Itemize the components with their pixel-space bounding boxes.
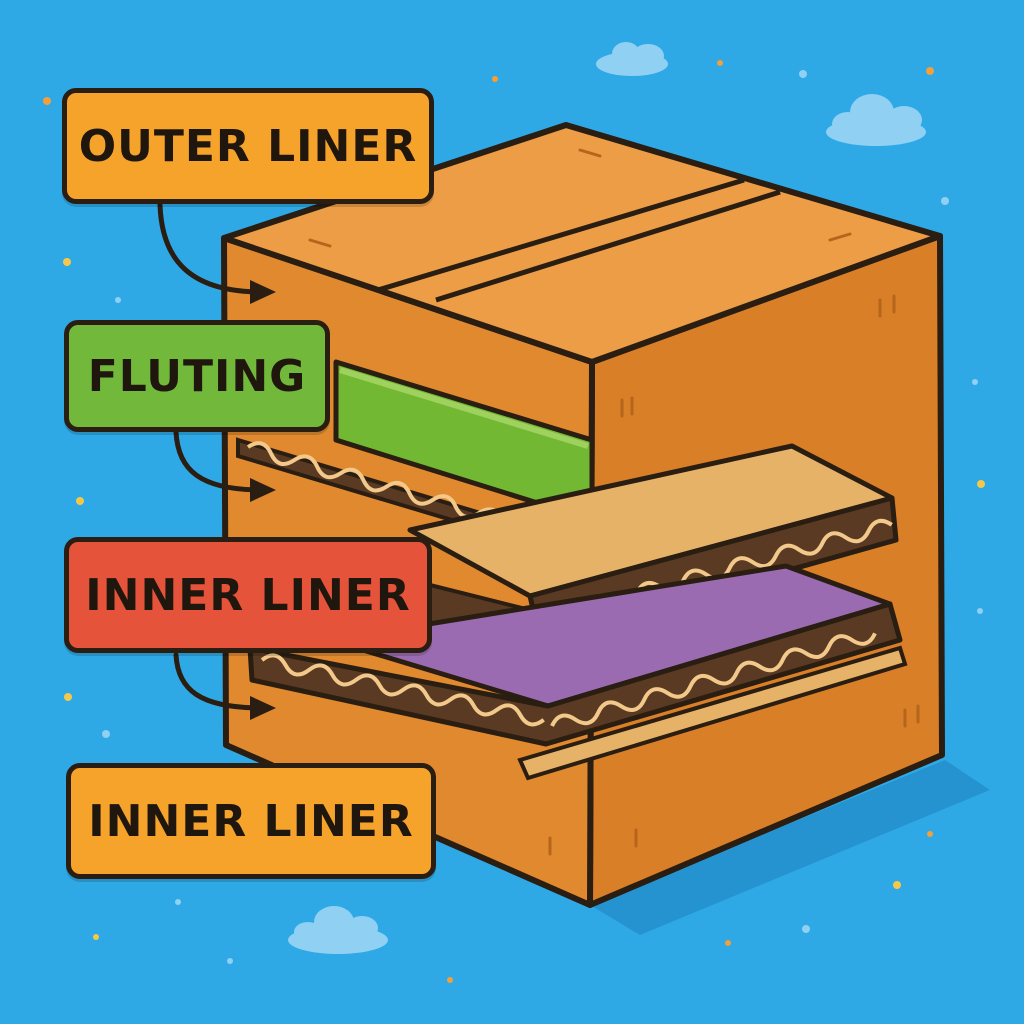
inner-liner-arrow-icon (173, 652, 265, 711)
flute-wave-3 (260, 653, 545, 727)
arrowhead-icon (250, 478, 276, 502)
outer-liner-arrow-icon (157, 202, 265, 295)
lower-corrugated-sheet (247, 601, 903, 747)
bottom-liner-strip (517, 645, 908, 781)
box-tape-line (377, 177, 745, 293)
cloud-right-icon (826, 94, 926, 146)
box-tape-line (435, 189, 781, 303)
box-texture (308, 148, 920, 856)
confetti-dots (43, 60, 985, 983)
fluting-highlight (339, 367, 589, 449)
inner-liner-label-red: INNER LINER (64, 537, 432, 653)
inner-liner-label-orange: INNER LINER (66, 763, 436, 879)
outer-liner-label: OUTER LINER (62, 88, 434, 204)
fluting-label: FLUTING (64, 320, 330, 432)
cloud-top-icon (596, 42, 668, 76)
flute-wave-4 (550, 632, 877, 727)
arrowhead-icon (250, 696, 276, 720)
fluting-arrow-icon (173, 429, 265, 493)
box-shadow (590, 760, 990, 935)
arrowhead-icon (250, 280, 276, 304)
cloud-bottom-icon (288, 906, 388, 954)
